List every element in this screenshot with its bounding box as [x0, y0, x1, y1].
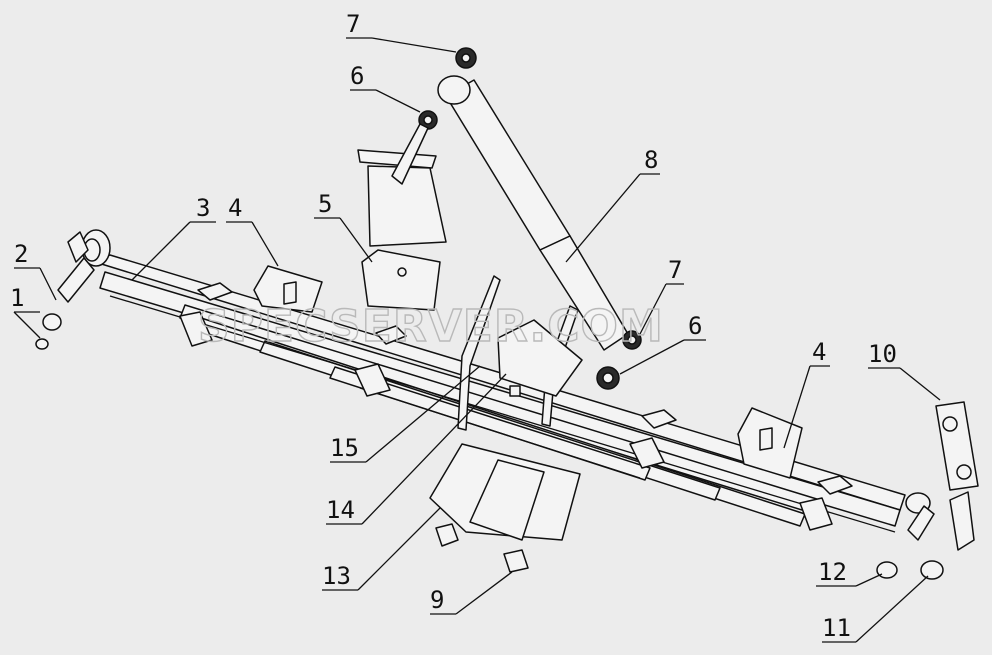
callout-15: 15	[330, 434, 359, 462]
rebound-clips	[179, 282, 853, 531]
callout-2: 2	[14, 240, 28, 268]
callout-7: 7	[346, 10, 360, 38]
shock-bracket	[357, 123, 447, 311]
front-spring-eye	[35, 229, 111, 350]
watermark: SPECSERVER.COM	[198, 301, 664, 352]
shock-absorber	[418, 47, 642, 390]
callout-13: 13	[322, 562, 351, 590]
callout-12: 12	[818, 558, 847, 586]
callout-1: 1	[10, 284, 24, 312]
callout-3: 3	[196, 194, 210, 222]
callout-4: 4	[812, 338, 826, 366]
leader-lines	[13, 37, 941, 643]
callout-10: 10	[868, 340, 897, 368]
callout-6: 6	[688, 312, 702, 340]
callout-9: 9	[430, 586, 444, 614]
axle-seat-assembly	[429, 275, 583, 573]
callout-6: 6	[350, 62, 364, 90]
callout-11: 11	[822, 614, 851, 642]
callout-7: 7	[668, 256, 682, 284]
callout-5: 5	[318, 190, 332, 218]
rear-spring-eye	[876, 401, 979, 580]
spring-seats	[253, 265, 803, 479]
callout-8: 8	[644, 146, 658, 174]
callout-14: 14	[326, 496, 355, 524]
callout-4: 4	[228, 194, 242, 222]
